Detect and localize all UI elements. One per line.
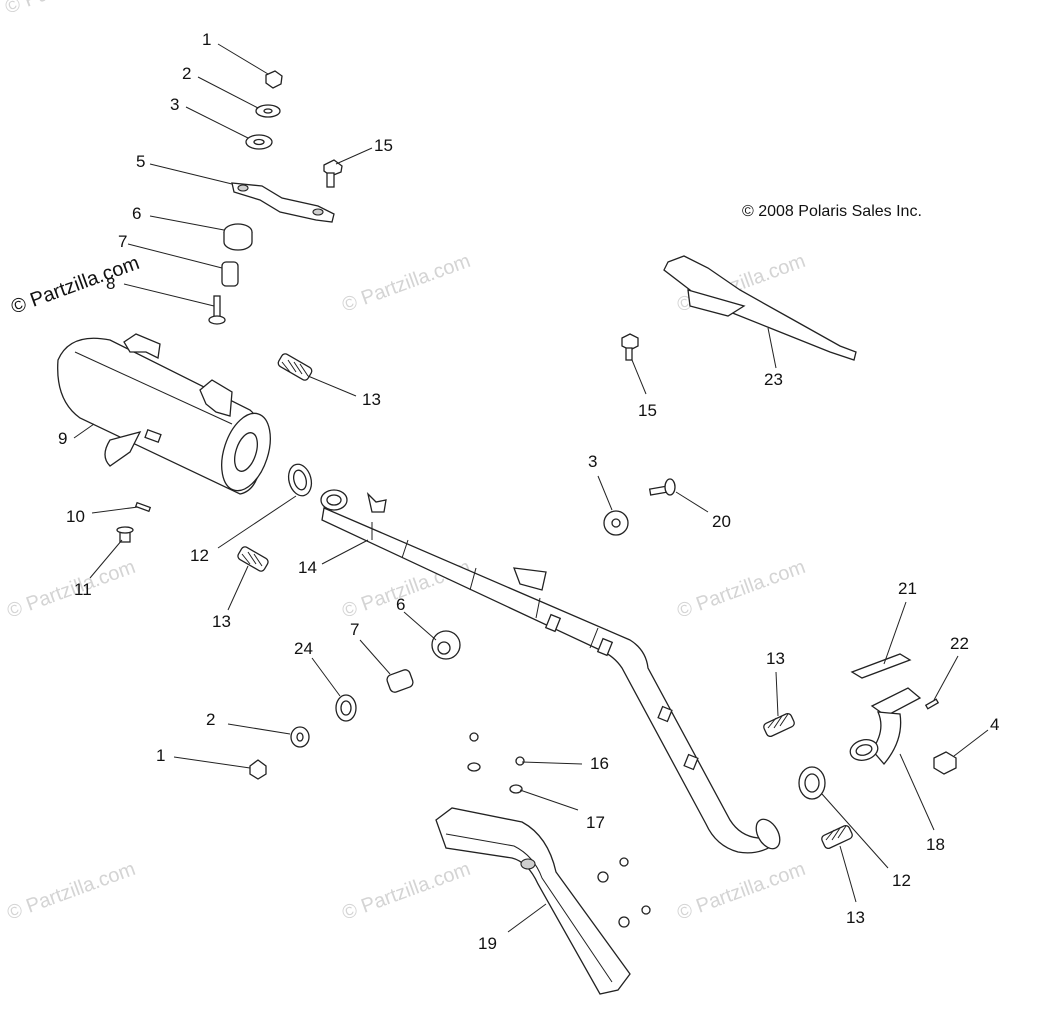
nut-part — [265, 70, 283, 89]
shield-hole — [520, 858, 536, 870]
watermark: © Partzilla.com — [4, 858, 138, 925]
washer-part — [618, 916, 630, 928]
callout-23: 23 — [764, 370, 783, 389]
stud-part — [924, 698, 940, 710]
callout-20: 20 — [712, 512, 731, 531]
callout-13: 13 — [362, 390, 381, 409]
callout-7: 7 — [350, 620, 359, 639]
grommet-body — [223, 232, 253, 251]
flange-elbow-part — [849, 687, 922, 766]
watermark: © Partzilla.com — [4, 556, 138, 623]
bolt-shank-part — [625, 347, 633, 361]
bracket-hole — [237, 184, 249, 192]
bolt-head-part — [621, 333, 639, 351]
callout-24: 24 — [294, 639, 313, 658]
leader-lines — [73, 43, 989, 933]
bracket-hole — [312, 208, 324, 216]
callout-13: 13 — [212, 612, 231, 631]
callout-10: 10 — [66, 507, 85, 526]
callout-14: 14 — [298, 558, 317, 577]
nut-part — [933, 751, 957, 775]
callout-12: 12 — [892, 871, 911, 890]
callout-8: 8 — [106, 274, 115, 293]
spring-part — [277, 353, 313, 381]
callout-19: 19 — [478, 934, 497, 953]
callout-15: 15 — [638, 401, 657, 420]
parts — [57, 70, 957, 995]
watermark-dark: © Partzilla.com — [8, 252, 142, 319]
nut-part — [469, 732, 479, 742]
watermark: © Partzilla.com — [674, 858, 808, 925]
callout-2: 2 — [182, 64, 191, 83]
spacer-part — [221, 261, 239, 287]
callout-1: 1 — [156, 746, 165, 765]
nut-part — [515, 756, 525, 766]
bolt-head-part — [208, 315, 226, 325]
head-pipe-part — [320, 489, 781, 854]
spacer-part — [386, 669, 414, 693]
callout-13: 13 — [766, 649, 785, 668]
callout-12: 12 — [190, 546, 209, 565]
spring-part — [821, 824, 853, 850]
bolt-head-part — [323, 159, 343, 177]
spring-part — [763, 712, 795, 738]
washer-part — [597, 871, 609, 883]
callout-17: 17 — [586, 813, 605, 832]
callout-6: 6 — [132, 204, 141, 223]
callout-7: 7 — [118, 232, 127, 251]
watermark: © Partzilla.com — [339, 858, 473, 925]
gasket-plate-part — [850, 653, 912, 679]
nut-part — [641, 905, 651, 915]
washer-part — [509, 784, 523, 794]
watermark: © Partzilla.com — [339, 250, 473, 317]
callout-9: 9 — [58, 429, 67, 448]
callout-15: 15 — [374, 136, 393, 155]
lower-heat-shield-part — [435, 807, 631, 995]
pin-part — [134, 501, 152, 513]
callout-11: 11 — [74, 580, 92, 599]
grommet-hole — [437, 641, 451, 655]
callout-6: 6 — [396, 595, 405, 614]
washer-hole — [263, 108, 273, 114]
callout-5: 5 — [136, 152, 145, 171]
callouts: 1 2 3 5 15 6 7 8 13 9 10 11 12 13 14 6 7… — [58, 30, 999, 953]
bolt-head-part — [664, 478, 676, 496]
gasket-hole — [293, 469, 307, 491]
washer-hole — [253, 138, 265, 146]
spring-part — [237, 546, 269, 572]
plug-head — [116, 526, 134, 534]
callout-21: 21 — [898, 579, 917, 598]
muffler-part — [57, 333, 271, 495]
watermark: © Partzilla.com — [674, 556, 808, 623]
callout-1: 1 — [202, 30, 211, 49]
washer-hole — [296, 732, 304, 742]
gasket-hole — [804, 773, 820, 793]
gasket-hole — [340, 700, 352, 716]
washer-hole — [611, 518, 621, 528]
callout-13: 13 — [846, 908, 865, 927]
callout-22: 22 — [950, 634, 969, 653]
watermark: © Partzilla.com — [2, 0, 136, 19]
nut-part — [619, 857, 629, 867]
callout-4: 4 — [990, 715, 999, 734]
callout-3: 3 — [588, 452, 597, 471]
bracket-part — [231, 182, 335, 223]
copyright-text: © 2008 Polaris Sales Inc. — [742, 203, 922, 220]
callout-2: 2 — [206, 710, 215, 729]
bolt-shank-part — [326, 172, 335, 188]
callout-3: 3 — [170, 95, 179, 114]
heat-shield-tab — [687, 289, 746, 317]
callout-18: 18 — [926, 835, 945, 854]
nut-part — [249, 759, 267, 780]
callout-16: 16 — [590, 754, 609, 773]
bolt-shank-part — [213, 295, 221, 319]
washer-part — [467, 762, 481, 772]
